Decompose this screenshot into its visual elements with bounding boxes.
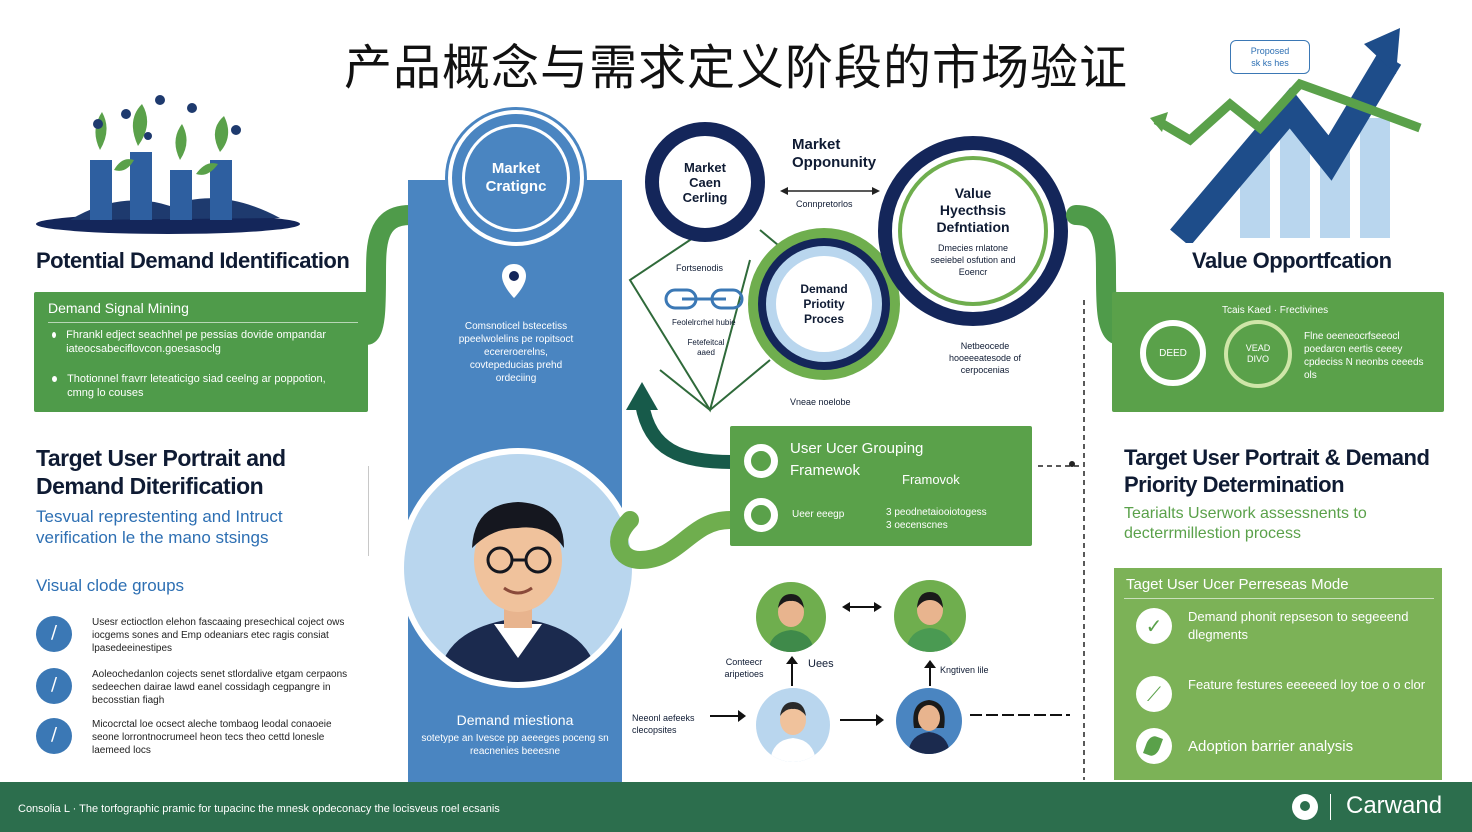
user-grouping-panel: User Ucer Grouping Framewok Framovok Uee…: [730, 426, 1032, 546]
mode-item: ⟋ Feature festures eeeeeed loy toe o o c…: [1136, 676, 1436, 712]
left-label-2: Feolelrcrhel hubie: [672, 318, 736, 327]
check-icon: ✓: [1136, 608, 1172, 644]
double-arrow-icon: [780, 187, 880, 195]
market-opportunity-label: Market Opponunity: [792, 136, 877, 171]
info-icon: /: [36, 668, 72, 704]
leaf-icon: [1136, 728, 1172, 764]
up-arrow-icon: [924, 660, 936, 686]
visual-group-item: / Aoleochedanlon cojects senet stlordali…: [36, 668, 366, 707]
brand-logo-icon: [1292, 794, 1318, 820]
divider-left: [368, 466, 369, 556]
persona-bottom-left-label: Neeonl aefeeks clecopsites: [632, 713, 695, 735]
persona-user-label: Uees: [808, 658, 834, 670]
return-arrow: [626, 382, 733, 469]
location-text: Comsnoticel bstecetiss ppeelwolelins pe …: [458, 321, 574, 384]
persona-avatar: [894, 580, 966, 652]
target-user-heading-right: Target User Portrait & Demand Priority D…: [1124, 445, 1430, 497]
value-opportunity-panel: Tcais Kaed · Frectivines DEED VEAD DIVO …: [1112, 292, 1444, 412]
visual-groups-title: Visual clode groups: [36, 576, 185, 595]
potential-demand-heading: Potential Demand Identification: [36, 248, 350, 273]
demand-signal-title: Demand Signal Mining: [48, 300, 189, 316]
signal-bullet: Fhrankl edject seachhel pe pessias dovid…: [52, 328, 352, 356]
ring-icon: [744, 444, 778, 478]
mode-item: Adoption barrier analysis: [1136, 728, 1436, 764]
bottom-caption: Vneae noelobe: [790, 397, 851, 407]
persona-avatar: [896, 688, 962, 754]
priority-circle: Demand Priotity Proces: [748, 228, 900, 380]
target-user-subtext-right: Tearialts Userwork assessnents to decter…: [1124, 505, 1367, 542]
opp-caption: Connpretorlos: [796, 199, 853, 209]
visual-group-item: / Micocrctal loe ocsect aleche tombaog l…: [36, 718, 366, 757]
persona-left-caption: Conteecr aripetioes: [724, 657, 764, 679]
market-gap-circle: Market Caen Cerling: [645, 122, 765, 242]
right-arrow-icon: [840, 714, 884, 726]
left-label-1: Fortsenodis: [676, 263, 724, 273]
persona-mode-panel: Taget User Ucer Perreseas Mode ✓ Demand …: [1114, 568, 1442, 780]
left-label-3: Fetefeitcal aaed: [687, 338, 725, 357]
connector-green-curve: [610, 511, 739, 570]
footer-text: Consolia L · The torfographic pramic for…: [18, 803, 500, 815]
right-caption: Netbeocede hooeeeatesode of cerpocenias: [948, 341, 1022, 375]
dashed-connector: [1038, 300, 1085, 780]
demand-miestiona-title: Demand miestiona: [456, 712, 574, 728]
growth-chart-illustration: [1150, 28, 1422, 243]
persona-right-label: Kngtiven lile: [940, 665, 989, 675]
signal-bullet: Thotionnel fravrr leteaticigo siad ceeln…: [52, 372, 352, 400]
demand-miestiona-sub: sotetype an Ivesce pp aeeeges poceng sn …: [421, 733, 609, 757]
up-arrow-icon: [786, 656, 798, 686]
value-opportunity-heading: Value Opportfcation: [1192, 248, 1392, 273]
target-user-subtext-left: Tesvual represtenting and Intruct verifi…: [36, 507, 283, 547]
page-title: 产品概念与需求定义阶段的市场验证: [343, 40, 1128, 96]
connector-left: [362, 205, 420, 345]
plant-growth-illustration: [36, 95, 300, 234]
dial-right: VEAD DIVO: [1224, 320, 1292, 388]
info-icon: /: [36, 718, 72, 754]
dashed-line: [970, 714, 1070, 716]
market-circle: Market Cratignc: [448, 110, 584, 246]
mode-item: ✓ Demand phonit repseson to segeeend dle…: [1136, 608, 1436, 644]
connector-right: [1066, 205, 1126, 345]
location-pin-icon: [502, 264, 526, 298]
dial-left: DEED: [1140, 320, 1206, 386]
brand-name: Carwand: [1346, 792, 1443, 819]
persona-avatar: [756, 688, 830, 762]
target-user-heading-left: Target User Portrait and Demand Diterifi…: [36, 445, 286, 499]
footer-bar: Consolia L · The torfographic pramic for…: [0, 782, 1472, 832]
visual-group-item: / Usesr ectioctlon elehon fascaaing pres…: [36, 616, 366, 655]
ring-icon: [744, 498, 778, 532]
persona-avatar: [756, 582, 826, 652]
proposed-badge: Proposed sk ks hes: [1230, 40, 1310, 74]
demand-signal-panel: Demand Signal Mining Fhrankl edject seac…: [34, 292, 368, 412]
value-hypothesis-circle: Value Hyecthsis Defntiation Dmecies rnla…: [878, 136, 1068, 326]
right-arrow-icon: [710, 710, 746, 722]
info-icon: /: [36, 616, 72, 652]
leaf-icon: ⟋: [1136, 676, 1172, 712]
swap-arrow-icon: [842, 602, 882, 612]
chain-link-icon: [664, 288, 744, 310]
